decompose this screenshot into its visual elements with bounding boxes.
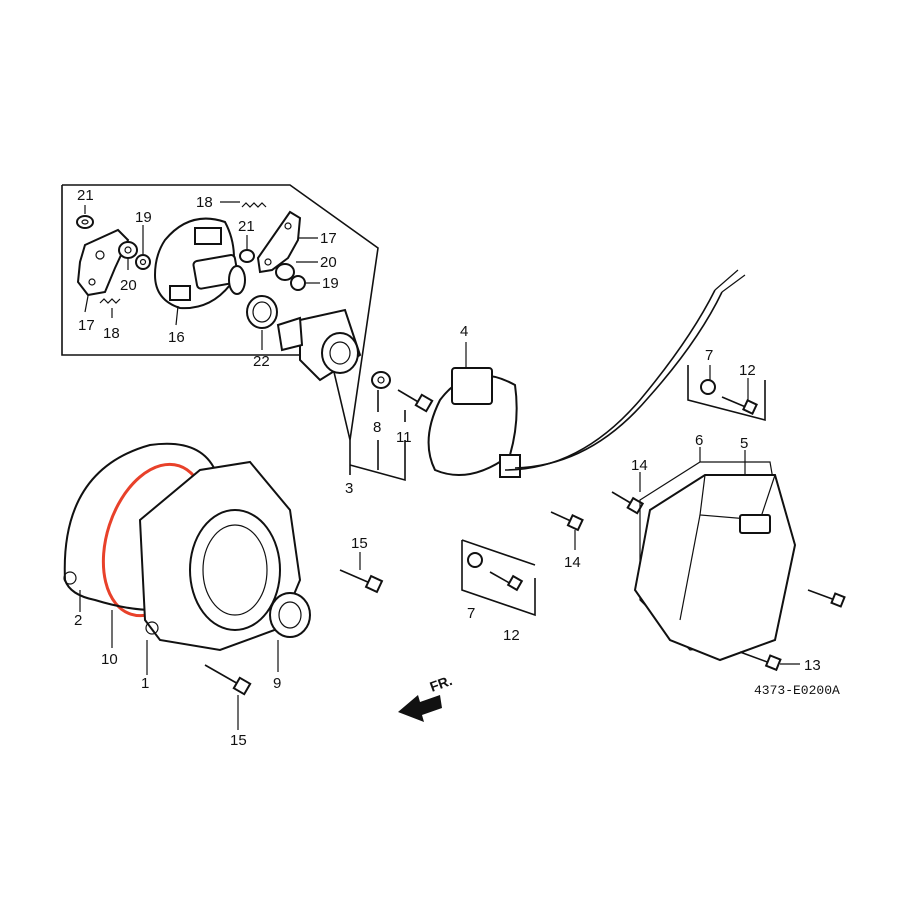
screw-12-upper [721, 396, 758, 415]
washer-7-lower [467, 552, 483, 568]
bolt-14-upper [611, 491, 645, 515]
bolt-13 [739, 651, 782, 672]
weight-17-left [76, 228, 130, 297]
label-20-right: 20 [320, 254, 337, 271]
spring-18-left [99, 298, 121, 304]
label-18-left: 18 [103, 325, 120, 342]
label-7-upper: 7 [705, 347, 713, 364]
oring-22 [246, 295, 278, 329]
rotor-hub [276, 308, 362, 382]
label-16: 16 [168, 329, 185, 346]
clip-19-left [135, 254, 151, 270]
label-2: 2 [74, 612, 82, 629]
washer-20-right [275, 263, 295, 281]
label-12-lower: 12 [503, 627, 520, 644]
label-4: 4 [460, 323, 468, 340]
label-12-upper: 12 [739, 362, 756, 379]
bolt-11 [397, 389, 434, 413]
generator-cover-5 [633, 474, 797, 662]
label-21-right: 21 [238, 218, 255, 235]
washer-8 [371, 371, 391, 389]
leader-lines [79, 201, 800, 730]
label-14-upper: 14 [631, 457, 648, 474]
label-10: 10 [101, 651, 118, 668]
label-20-left: 20 [120, 277, 137, 294]
bolt-15-lower [204, 664, 252, 696]
label-6: 6 [695, 432, 703, 449]
governor-subassembly-frame [61, 184, 379, 441]
label-22: 22 [253, 353, 270, 370]
label-8: 8 [373, 419, 381, 436]
label-9: 9 [273, 675, 281, 692]
cover-gasket-2 [63, 442, 217, 611]
front-direction-arrow: FR. [398, 672, 454, 722]
weight-17-right [256, 210, 302, 274]
bracket-7-12-lower [461, 539, 536, 617]
pulser-plate-4 [427, 367, 521, 478]
front-arrow-label: FR. [428, 672, 455, 695]
label-7-lower: 7 [467, 605, 475, 622]
washer-21-right [239, 249, 255, 263]
bracket-7-12-upper [687, 365, 766, 422]
label-5: 5 [740, 435, 748, 452]
bolt-14-lower [550, 511, 584, 532]
label-19-right: 19 [322, 275, 339, 292]
label-19-left: 19 [135, 209, 152, 226]
label-18-top: 18 [196, 194, 213, 211]
label-21-left: 21 [77, 187, 94, 204]
bolt-15-upper [339, 569, 384, 594]
oil-seal-9 [269, 592, 311, 638]
governor-plate-16 [153, 217, 246, 310]
washer-7-upper [700, 379, 716, 395]
label-15-upper: 15 [351, 535, 368, 552]
label-3: 3 [345, 480, 353, 497]
label-11: 11 [396, 429, 412, 446]
label-13: 13 [804, 657, 821, 674]
diagram-code: 4373-E0200A [754, 683, 840, 698]
clip-19-right [290, 275, 306, 291]
bolt-13-right [807, 589, 846, 608]
washer-20-left [118, 241, 138, 259]
label-1: 1 [141, 675, 149, 692]
wire-harness [504, 269, 746, 471]
spring-18-top [241, 202, 267, 208]
label-14-lower: 14 [564, 554, 581, 571]
washer-21-left [76, 215, 94, 229]
screw-12-lower [489, 571, 524, 592]
label-17-right: 17 [320, 230, 337, 247]
label-17-left: 17 [78, 317, 95, 334]
label-15-lower: 15 [230, 732, 247, 749]
